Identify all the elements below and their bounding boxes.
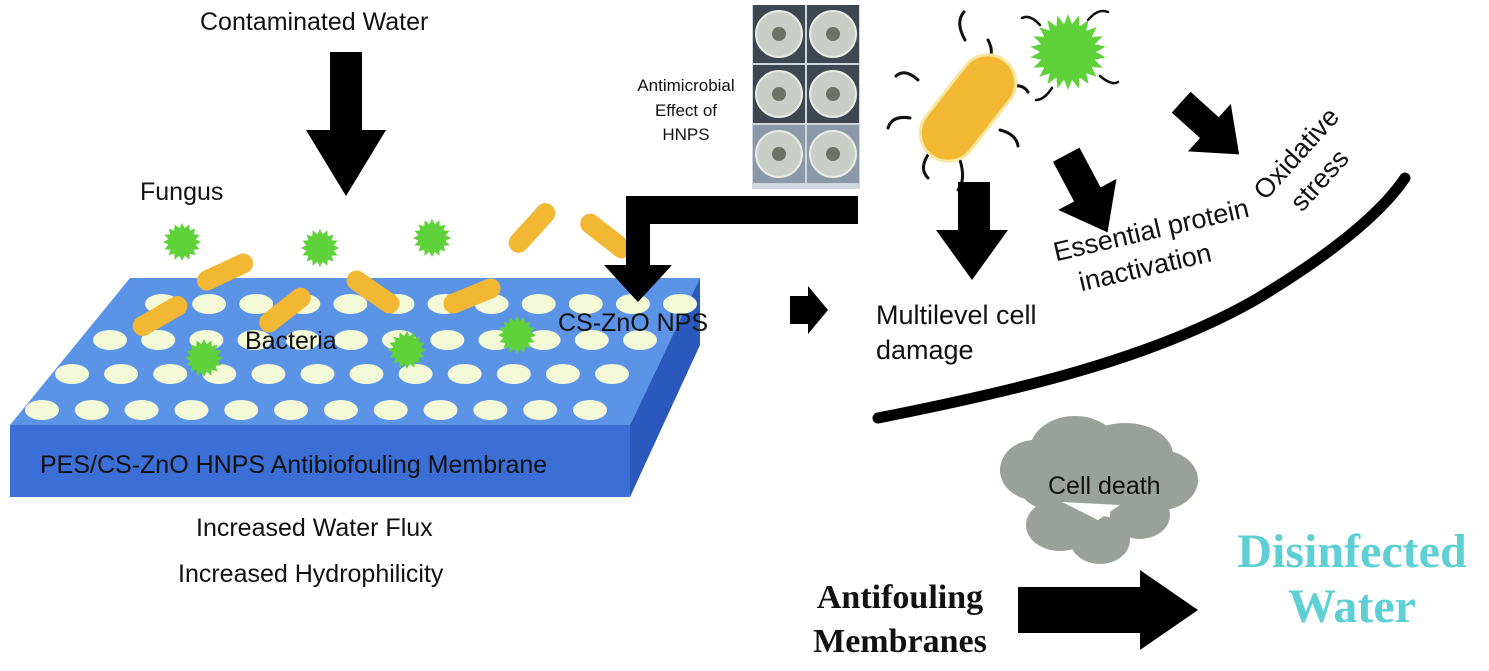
arrow-to-protein [1052, 147, 1117, 233]
label-fungus: Fungus [140, 178, 224, 206]
petri-dish-photo [752, 5, 860, 189]
membrane-pore [373, 400, 408, 420]
membrane-pore [224, 400, 259, 420]
label-membrane: PES/CS-ZnO HNPS Antibiofouling Membrane [40, 451, 548, 479]
label-antifouling-membranes: Antifouling Membranes [790, 576, 1010, 664]
membrane-pore [615, 294, 650, 314]
elbow-arrow-icon [604, 196, 858, 302]
membrane-pore [104, 364, 139, 384]
cell-membrane-curve [872, 172, 1411, 424]
membrane-pore [323, 400, 358, 420]
right-arrow-icon [1018, 570, 1198, 650]
membrane-pore [663, 294, 697, 314]
inhibition-zone [772, 27, 786, 41]
rod-bacterium-icon [259, 287, 311, 333]
membrane-pore [192, 294, 227, 314]
rod-bacterium-icon [886, 10, 1030, 192]
membrane-pore [349, 364, 384, 384]
membrane-pore [398, 364, 433, 384]
label-antimicrobial-effect: Antimicrobial Effect of HNPS [622, 74, 750, 148]
membrane-pore [124, 400, 159, 420]
right-arrow-icon [790, 286, 828, 334]
membrane-pore [300, 364, 335, 384]
cloud-cell-icon [1000, 416, 1198, 564]
membrane-pore [239, 294, 274, 314]
membrane [10, 278, 700, 497]
membrane-pore [174, 400, 209, 420]
spiky-fungus-icon [498, 316, 536, 354]
membrane-pore [285, 330, 320, 350]
membrane-pore [496, 364, 531, 384]
arrow-to-cell-damage [936, 182, 1008, 280]
membrane-pore [153, 364, 188, 384]
membrane-pore [55, 364, 89, 384]
membrane-pore [93, 330, 127, 350]
label-increased-hydrophilicity: Increased Hydrophilicity [178, 560, 444, 588]
inhibition-zone [772, 147, 786, 161]
membrane-pore [274, 400, 309, 420]
inhibition-zone [826, 147, 840, 161]
membrane-bacteria [132, 203, 632, 336]
label-cs-zno: CS-ZnO NPS [558, 309, 709, 337]
membrane-pore [333, 330, 368, 350]
rod-bacterium-icon [196, 253, 254, 291]
membrane-pore [74, 400, 109, 420]
rod-bacterium-icon [508, 203, 556, 253]
label-disinfected-line2: Water [1288, 580, 1416, 634]
membrane-pore [573, 400, 607, 420]
membrane-pore [574, 330, 609, 350]
label-antifouling-line2: Membranes [813, 623, 987, 661]
inhibition-zone [826, 27, 840, 41]
label-antimicrobial-line2: Effect of [654, 100, 718, 120]
mechanism-arrows [936, 91, 1240, 280]
membrane-pore [430, 330, 465, 350]
spiky-fungus-icon [301, 229, 339, 267]
membrane-pore [545, 364, 580, 384]
spiky-fungus-icon [1020, 9, 1120, 102]
rod-bacterium-icon [132, 296, 188, 336]
membrane-fungi [163, 219, 536, 377]
membrane-pore [568, 294, 603, 314]
label-multilevel-damage: Multilevel cell damage [876, 298, 1037, 368]
label-increased-flux: Increased Water Flux [196, 514, 433, 542]
spiky-fungus-icon [388, 331, 426, 369]
rod-bacterium-icon [346, 270, 400, 314]
membrane-pore [447, 364, 482, 384]
membrane-top-face [10, 278, 700, 425]
membrane-pore [333, 294, 368, 314]
membrane-pore [25, 400, 59, 420]
label-bacteria: Bacteria [245, 327, 337, 355]
rod-bacterium-icon [443, 278, 501, 314]
down-arrow-icon [306, 52, 386, 196]
membrane-front-face [10, 425, 630, 497]
inhibition-zone [826, 87, 840, 101]
label-antimicrobial-line3: HNPS [662, 125, 710, 145]
membrane-pore [473, 400, 508, 420]
membrane-pore [423, 400, 458, 420]
label-antimicrobial-line1: Antimicrobial [637, 76, 735, 95]
rod-bacterium-icon [580, 213, 632, 259]
spiky-fungus-icon [413, 219, 451, 257]
label-disinfected-water: Disinfected Water [1222, 524, 1482, 634]
label-multilevel-line2: damage [876, 335, 974, 366]
membrane-pore [251, 364, 286, 384]
membrane-pore [521, 294, 556, 314]
spiky-fungus-icon [185, 339, 223, 377]
membrane-pore [141, 330, 176, 350]
label-multilevel-line1: Multilevel cell [876, 300, 1037, 330]
membrane-pore [237, 330, 272, 350]
label-disinfected-line1: Disinfected [1237, 525, 1467, 578]
spiky-fungus-icon [163, 223, 201, 261]
arrow-to-oxidative [1171, 91, 1240, 155]
membrane-pore [595, 364, 629, 384]
membrane-pore [623, 330, 657, 350]
membrane-pore [523, 400, 558, 420]
membrane-side-face [630, 278, 700, 497]
inhibition-zone [772, 87, 786, 101]
label-cell-death: Cell death [1048, 472, 1161, 500]
label-antifouling-line1: Antifouling [816, 579, 984, 616]
label-contaminated-water: Contaminated Water [200, 8, 429, 36]
